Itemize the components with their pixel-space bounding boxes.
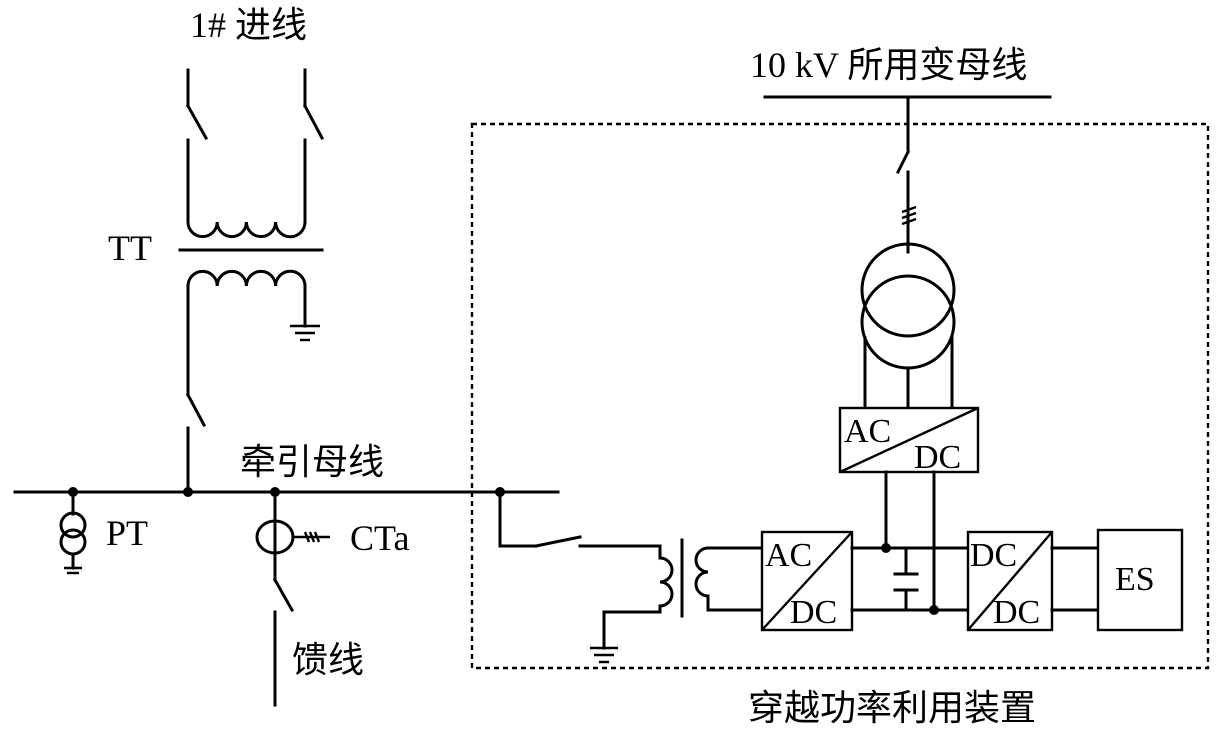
- aux-transformer-leads: [863, 336, 954, 410]
- pt-group: PT: [59, 490, 148, 575]
- tt-primary-winding: [186, 220, 307, 239]
- dc-link-vertical: [884, 470, 936, 612]
- dc-node: [929, 605, 939, 615]
- three-phase-mark: [901, 205, 917, 226]
- es-label: ES: [1115, 561, 1155, 598]
- right-converter-top-label: DC: [970, 537, 1017, 574]
- device-transformer-primary: [602, 556, 674, 650]
- feeder-switch: [272, 577, 295, 707]
- isolation-transformer-group: [498, 490, 764, 664]
- dc-node: [881, 543, 891, 553]
- aux-transformer-primary-icon: [860, 242, 956, 338]
- ct-lead: [293, 531, 330, 543]
- ground-icon: [290, 324, 320, 342]
- feeder-label: 馈线: [292, 640, 364, 680]
- tt-bus-switch: [185, 284, 207, 494]
- aux-switch: [895, 95, 911, 254]
- ground-icon: [590, 646, 618, 664]
- device-switch: [498, 490, 662, 560]
- tt-label: TT: [108, 228, 152, 268]
- device-boundary: [470, 122, 1210, 670]
- es-leads: [1050, 546, 1100, 612]
- incoming-switch-right: [302, 68, 325, 224]
- pt-coil-icon: [59, 511, 87, 539]
- left-converter: AC DC: [760, 530, 854, 632]
- left-converter-bottom-label: DC: [790, 594, 837, 631]
- device-transformer-secondary: [694, 546, 710, 612]
- aux-bus-group: 10 kV 所用变母线: [750, 45, 1052, 410]
- left-converter-top-label: AC: [765, 537, 812, 574]
- dc-bus-group: [850, 543, 970, 615]
- traction-bus-label: 牵引母线: [240, 442, 384, 482]
- cta-label: CTa: [350, 518, 409, 558]
- incoming-line-group: 1# 进线 TT: [108, 5, 325, 494]
- upper-converter-top-label: AC: [844, 413, 891, 450]
- right-converter-bottom-label: DC: [993, 594, 1040, 631]
- energy-storage: ES: [1096, 528, 1184, 632]
- device-label: 穿越功率利用装置: [748, 688, 1036, 728]
- tt-secondary-winding: [186, 269, 307, 288]
- upper-converter-bottom-label: DC: [914, 439, 961, 476]
- upper-converter: AC DC: [838, 406, 980, 476]
- ground-icon: [64, 566, 82, 575]
- pt-coil-icon: [59, 528, 87, 556]
- incoming-line-label: 1# 进线: [190, 5, 307, 45]
- right-converter: DC DC: [966, 530, 1054, 632]
- traction-bus-group: 牵引母线: [13, 442, 560, 497]
- bus-node: [183, 487, 193, 497]
- pt-label: PT: [106, 513, 148, 553]
- feeder-group: CTa 馈线: [255, 490, 409, 707]
- incoming-switch-left: [185, 68, 209, 224]
- device-transformer-leads: [706, 546, 764, 612]
- aux-bus-label: 10 kV 所用变母线: [750, 45, 1027, 85]
